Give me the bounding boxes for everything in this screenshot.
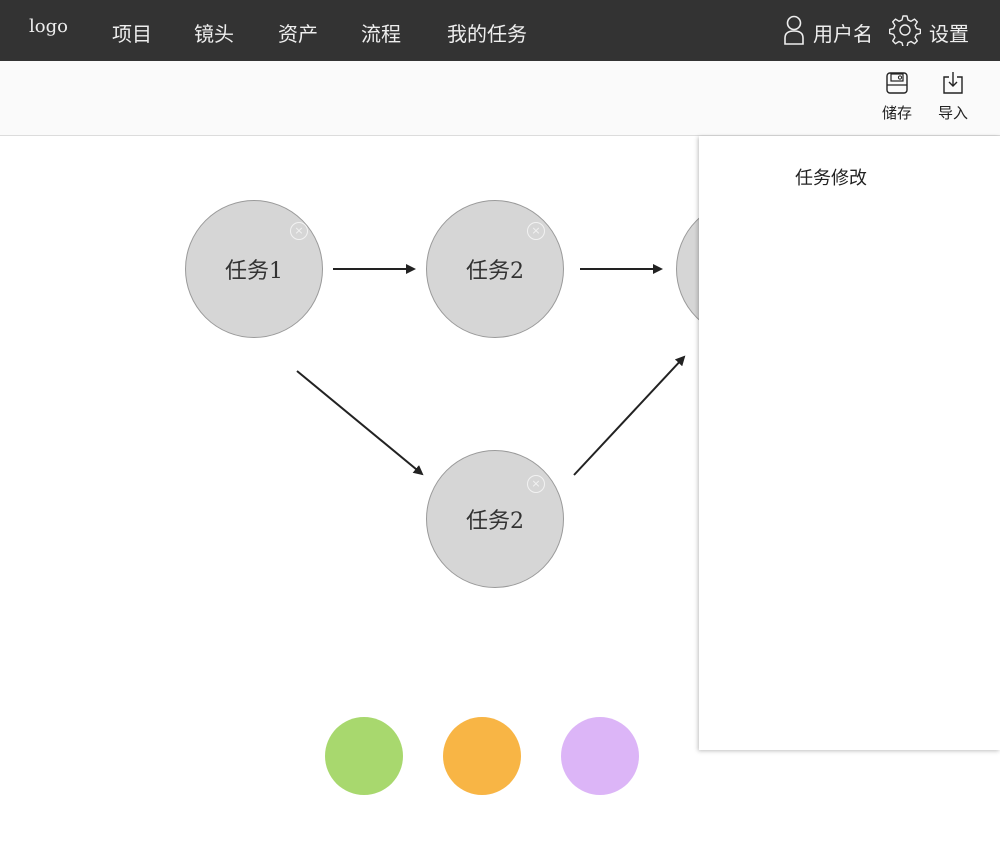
import-button[interactable]: 导入 — [933, 71, 973, 123]
color-swatch-green[interactable] — [325, 717, 403, 795]
task-node-label: 任务2 — [466, 509, 524, 534]
task-node-2[interactable]: 任务2 × — [426, 200, 564, 338]
task-node-label: 任务1 — [225, 259, 283, 284]
task-node-3[interactable]: 任务2 × — [426, 450, 564, 588]
top-navbar: logo 项目 镜头 资产 流程 我的任务 用户名 设置 — [0, 0, 1000, 61]
user-menu[interactable]: 用户名 — [781, 14, 873, 51]
task-node-label: 任务2 — [466, 259, 524, 284]
logo[interactable]: logo — [29, 16, 68, 37]
username-label: 用户名 — [813, 21, 873, 46]
workflow-canvas[interactable]: 任务1 × 任务2 × 任务2 × — [0, 136, 1000, 857]
save-label: 储存 — [881, 104, 912, 122]
task-node-1[interactable]: 任务1 × — [185, 200, 323, 338]
edge-task2b-task3 — [573, 355, 686, 476]
import-label: 导入 — [937, 104, 968, 122]
close-icon[interactable]: × — [527, 222, 545, 240]
workflow-edges — [296, 264, 686, 476]
save-button[interactable]: 储存 — [877, 71, 917, 123]
nav-item-assets[interactable]: 资产 — [278, 22, 318, 46]
nav-item-projects[interactable]: 项目 — [112, 22, 152, 46]
toolbar: 储存 导入 — [0, 61, 1000, 136]
close-icon[interactable]: × — [527, 475, 545, 493]
import-icon — [941, 71, 965, 99]
nav-item-my-tasks[interactable]: 我的任务 — [447, 22, 527, 46]
nav-item-pipeline[interactable]: 流程 — [361, 22, 401, 46]
color-swatch-orange[interactable] — [443, 717, 521, 795]
settings-label: 设置 — [929, 21, 969, 46]
task-edit-panel: 任务修改 — [699, 136, 1000, 750]
edge-task1-task2b — [296, 370, 424, 476]
gear-icon — [888, 14, 922, 51]
settings-menu[interactable]: 设置 — [888, 14, 969, 51]
color-swatch-purple[interactable] — [561, 717, 639, 795]
panel-title: 任务修改 — [795, 168, 867, 189]
nav-item-shots[interactable]: 镜头 — [194, 22, 234, 46]
save-icon — [885, 71, 909, 99]
close-icon[interactable]: × — [290, 222, 308, 240]
user-icon — [781, 14, 807, 51]
